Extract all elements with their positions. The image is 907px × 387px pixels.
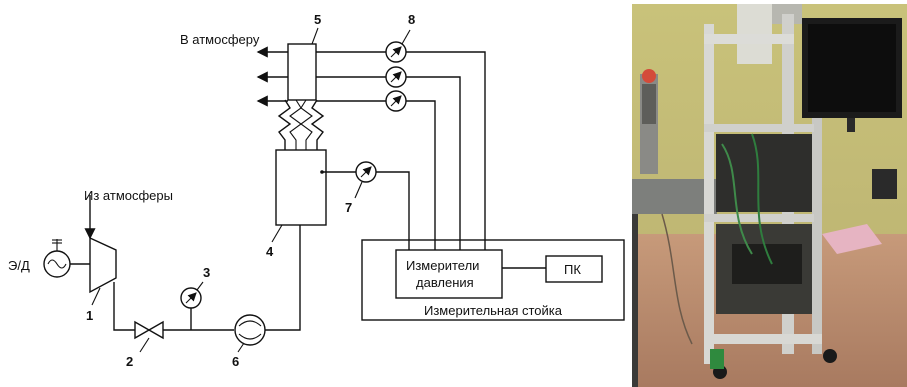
pressure-gauge-8b [386, 67, 406, 87]
motor-symbol [44, 239, 90, 277]
bellows [279, 100, 323, 150]
pressure-gauge-7 [355, 162, 376, 198]
pressure-gauge-8c [386, 91, 406, 111]
label-2: 2 [126, 354, 133, 369]
valve-symbol [135, 322, 163, 352]
pressure-meters-label-line1: Измерители [406, 258, 479, 273]
pressure-meters-label-line2: давления [416, 275, 474, 290]
pressure-gauge-8a [386, 42, 406, 62]
flow-meter-6 [235, 315, 265, 352]
motor-label: Э/Д [8, 258, 30, 273]
label-6: 6 [232, 354, 239, 369]
to-atmosphere-label: В атмосферу [180, 32, 260, 47]
column-5 [288, 44, 316, 100]
label-3: 3 [203, 265, 210, 280]
label-7: 7 [345, 200, 352, 215]
pressure-gauge-3 [181, 282, 203, 308]
schematic-diagram: Э/Д Из атмосферы 1 2 3 6 4 [0, 0, 630, 387]
label-4: 4 [266, 244, 274, 259]
from-atmosphere-label: Из атмосферы [84, 188, 173, 203]
compressor [90, 195, 116, 305]
rack-label: Измерительная стойка [424, 303, 563, 318]
vessel-4 [276, 150, 326, 225]
lab-photo [632, 4, 907, 387]
label-1: 1 [86, 308, 93, 323]
pc-label: ПК [564, 262, 581, 277]
label-5: 5 [314, 12, 321, 27]
label-8: 8 [408, 12, 415, 27]
